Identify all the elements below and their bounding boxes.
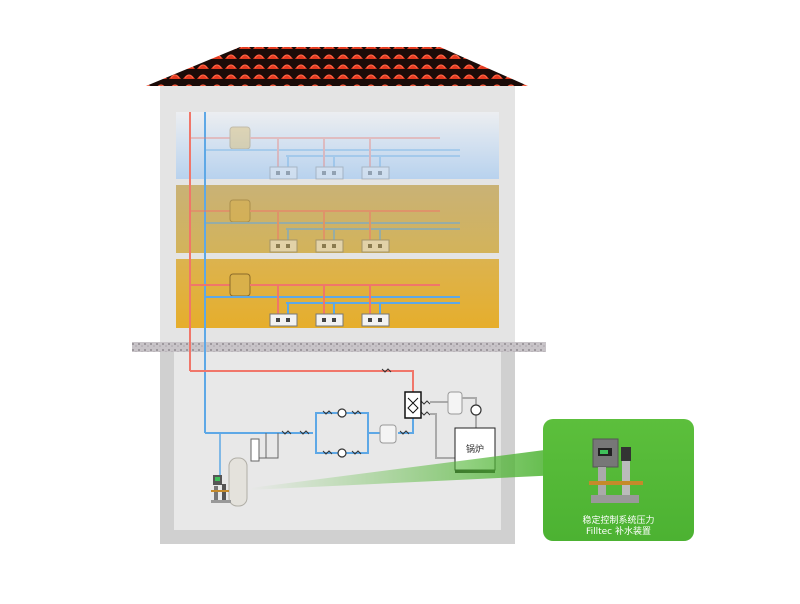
radiator-knob	[378, 171, 382, 175]
bottom-floor-pipework	[190, 273, 460, 327]
radiator-knob	[332, 318, 336, 322]
radiator	[269, 239, 298, 253]
radiator	[315, 239, 344, 253]
floor-separator	[229, 199, 251, 223]
radiator-knob	[322, 244, 326, 248]
makeup-assembly	[250, 433, 279, 462]
radiator-knob	[276, 171, 280, 175]
radiator-knob	[322, 318, 326, 322]
callout-line-1: 稳定控制系统压力	[582, 516, 655, 526]
floor-separator	[229, 273, 251, 297]
radiator-knob	[332, 171, 336, 175]
radiator-knob	[368, 244, 372, 248]
callout-beam	[250, 448, 560, 490]
top-floor-pipework	[190, 126, 460, 180]
radiator	[315, 166, 344, 180]
middle-floor-pipework	[190, 199, 460, 253]
filltec-callout: 稳定控制系统压力 Filltec 补水装置	[543, 419, 694, 541]
radiator-knob	[286, 171, 290, 175]
radiator	[361, 239, 390, 253]
radiator-knob	[368, 318, 372, 322]
radiator-knob	[286, 244, 290, 248]
roof	[146, 47, 528, 86]
radiator-knob	[378, 318, 382, 322]
radiator-knob	[368, 171, 372, 175]
supply-main	[190, 370, 414, 392]
radiator	[361, 313, 390, 327]
dirt-separator	[379, 424, 397, 444]
radiator-knob	[322, 171, 326, 175]
floor-top	[176, 112, 499, 179]
radiator-knob	[286, 318, 290, 322]
radiator-knob	[276, 244, 280, 248]
boiler-separator	[447, 391, 463, 415]
filltec-unit-image	[589, 438, 643, 503]
return-to-exchanger	[398, 418, 414, 434]
heat-exchanger	[404, 391, 422, 419]
boiler-return	[430, 413, 455, 459]
radiator-knob	[276, 318, 280, 322]
circulation-pump	[470, 404, 482, 416]
radiator-knob	[332, 244, 336, 248]
floor-separator	[229, 126, 251, 150]
radiator	[315, 313, 344, 327]
valves	[281, 368, 431, 455]
radiator	[269, 166, 298, 180]
radiator	[361, 166, 390, 180]
ground-line	[132, 342, 546, 352]
booster-pump-set	[211, 457, 248, 507]
radiator	[269, 313, 298, 327]
radiator-knob	[378, 244, 382, 248]
basement-room	[174, 352, 501, 530]
callout-line-2: Filltec 补水装置	[586, 527, 651, 537]
boiler-flow	[462, 397, 477, 428]
heat-exchanger-coil	[407, 397, 419, 414]
pump-lower	[337, 448, 347, 458]
pump-upper	[337, 408, 347, 418]
boiler-label: 锅炉	[466, 443, 484, 455]
